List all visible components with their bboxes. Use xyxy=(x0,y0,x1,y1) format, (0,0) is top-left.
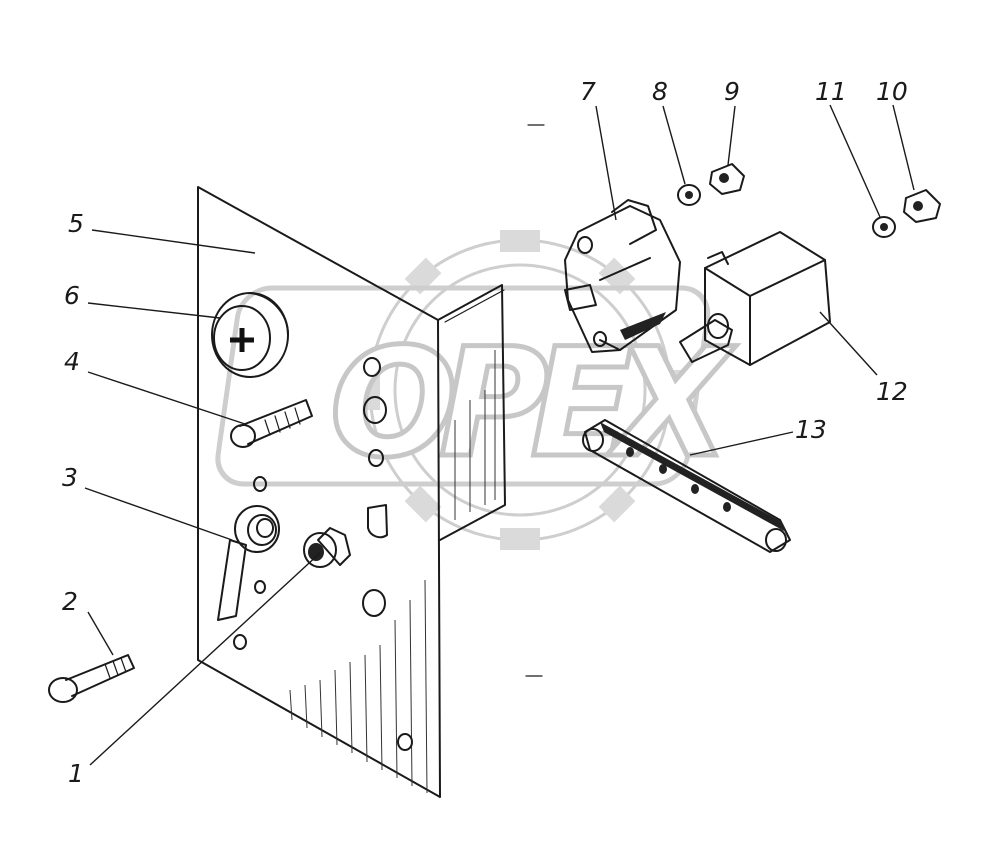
callout-5: 5 xyxy=(68,209,84,238)
screw-lower xyxy=(48,654,135,703)
callout-13: 13 xyxy=(795,415,827,444)
callout-2: 2 xyxy=(62,587,78,616)
washer-11 xyxy=(872,216,896,238)
callout-8: 8 xyxy=(652,77,668,106)
leader-lines xyxy=(84,104,915,766)
callout-1: 1 xyxy=(68,759,84,788)
callout-10: 10 xyxy=(876,77,908,106)
callout-3: 3 xyxy=(62,463,78,492)
nut-10 xyxy=(903,189,941,223)
washer-8 xyxy=(677,184,701,206)
callout-12: 12 xyxy=(876,377,908,406)
watermark-frame xyxy=(215,285,711,487)
watermark-logo: OPEX xyxy=(215,230,739,550)
link-bar xyxy=(582,419,791,553)
cross-knob xyxy=(211,292,289,378)
callout-labels: 1 2 3 4 5 6 7 8 9 10 11 12 13 xyxy=(62,77,908,788)
callout-9: 9 xyxy=(724,77,740,106)
callout-4: 4 xyxy=(64,347,80,376)
watermark-gear-teeth xyxy=(358,230,682,550)
nut-9 xyxy=(709,163,745,195)
plate-holes xyxy=(233,357,413,751)
callout-7: 7 xyxy=(580,77,596,106)
lever-switch xyxy=(217,505,280,621)
callout-11: 11 xyxy=(815,77,847,106)
registration-marks xyxy=(525,124,545,677)
small-knob xyxy=(303,527,351,568)
screw-upper xyxy=(230,399,313,448)
plate-hatching xyxy=(289,350,496,794)
switch-body xyxy=(679,231,831,366)
contact-block xyxy=(564,199,681,353)
callout-6: 6 xyxy=(64,281,80,310)
mounting-plate xyxy=(197,186,506,798)
